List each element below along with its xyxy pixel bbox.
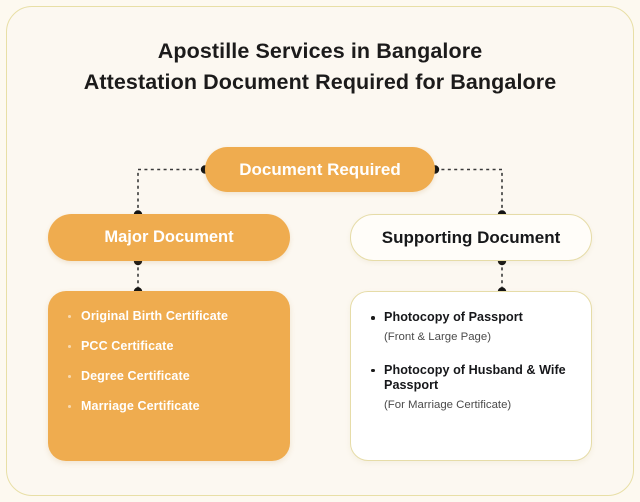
list-item: PCC Certificate	[64, 339, 276, 354]
major-item-label: Degree Certificate	[81, 369, 190, 383]
major-item-label: Marriage Certificate	[81, 399, 200, 413]
supporting-item-note: (For Marriage Certificate)	[384, 398, 512, 411]
page-title: Apostille Services in Bangalore Attestat…	[0, 36, 640, 98]
supporting-item-label: Photocopy of Passport	[384, 310, 523, 324]
supporting-document-list: Photocopy of Passport (Front & Large Pag…	[369, 310, 579, 413]
supporting-document-box: Photocopy of Passport (Front & Large Pag…	[350, 291, 592, 461]
title-line-secondary: Attestation Document Required for Bangal…	[83, 70, 557, 94]
node-document-required-label: Document Required	[239, 159, 401, 179]
node-supporting-document[interactable]: Supporting Document	[350, 214, 592, 261]
list-item: Photocopy of Husband & Wife Passport (Fo…	[369, 363, 579, 413]
supporting-item-note: (Front & Large Page)	[384, 330, 491, 343]
node-supporting-document-label: Supporting Document	[381, 227, 561, 247]
list-item: Original Birth Certificate	[64, 309, 276, 324]
supporting-item-label: Photocopy of Husband & Wife Passport	[384, 362, 566, 393]
node-major-document[interactable]: Major Document	[48, 214, 290, 261]
major-document-box: Original Birth Certificate PCC Certifica…	[48, 291, 290, 461]
node-major-document-label: Major Document	[104, 228, 234, 246]
list-item: Photocopy of Passport (Front & Large Pag…	[369, 310, 579, 345]
node-document-required[interactable]: Document Required	[205, 147, 435, 192]
list-item: Marriage Certificate	[64, 399, 276, 414]
major-document-list: Original Birth Certificate PCC Certifica…	[64, 309, 276, 414]
title-line-primary: Apostille Services in Bangalore	[157, 39, 483, 63]
major-item-label: PCC Certificate	[81, 339, 174, 353]
list-item: Degree Certificate	[64, 369, 276, 384]
major-item-label: Original Birth Certificate	[81, 309, 229, 323]
